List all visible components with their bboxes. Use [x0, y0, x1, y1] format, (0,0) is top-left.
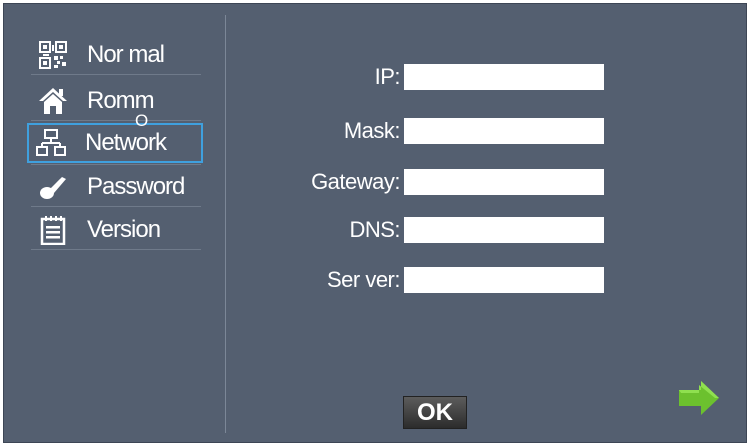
notepad-icon — [37, 214, 69, 246]
sidebar-divider — [31, 164, 201, 165]
sidebar-divider — [31, 74, 201, 75]
gateway-row: Gateway: — [227, 167, 743, 197]
sidebar-item-room[interactable]: Romm — [29, 81, 207, 121]
network-icon — [35, 127, 67, 159]
home-icon — [37, 85, 69, 117]
ip-label: IP: — [374, 64, 401, 89]
network-settings-screen: Nor mal Romm — [3, 3, 747, 443]
sidebar-item-label: Network — [85, 129, 167, 156]
dns-field[interactable] — [404, 217, 604, 243]
qr-code-icon — [37, 39, 69, 71]
sidebar-item-network[interactable]: Network — [27, 123, 203, 163]
sidebar-item-version[interactable]: Version — [29, 210, 207, 250]
sidebar-item-label: Version — [87, 216, 161, 243]
mask-field[interactable] — [404, 118, 604, 144]
next-button[interactable] — [677, 379, 721, 417]
sidebar-item-normal[interactable]: Nor mal — [29, 35, 207, 75]
gateway-label: Gateway: — [311, 169, 400, 194]
server-row: Ser ver: — [227, 265, 743, 295]
server-label: Ser ver: — [326, 267, 401, 292]
right-arrow-icon — [679, 381, 719, 415]
sidebar-divider — [31, 249, 201, 250]
sidebar-item-password[interactable]: Password — [29, 167, 207, 207]
dns-label: DNS: — [349, 217, 400, 242]
settings-sidebar: Nor mal Romm — [13, 15, 226, 433]
cursor-marker: O — [135, 111, 149, 130]
sidebar-divider — [31, 206, 201, 207]
server-field[interactable] — [404, 267, 604, 293]
key-icon — [37, 171, 69, 203]
ok-button[interactable]: OK — [403, 396, 467, 429]
ip-field[interactable] — [404, 64, 604, 90]
network-form: IP: Mask: Gateway: DNS: Ser ver: — [227, 15, 743, 433]
ip-row: IP: — [227, 62, 743, 92]
dns-row: DNS: — [227, 215, 743, 245]
sidebar-item-label: Romm — [87, 87, 155, 114]
sidebar-item-label: Password — [87, 173, 185, 200]
mask-label: Mask: — [343, 118, 401, 143]
gateway-field[interactable] — [404, 169, 604, 195]
mask-row: Mask: — [227, 116, 743, 146]
sidebar-divider — [31, 120, 201, 121]
sidebar-item-label: Nor mal — [87, 41, 165, 68]
